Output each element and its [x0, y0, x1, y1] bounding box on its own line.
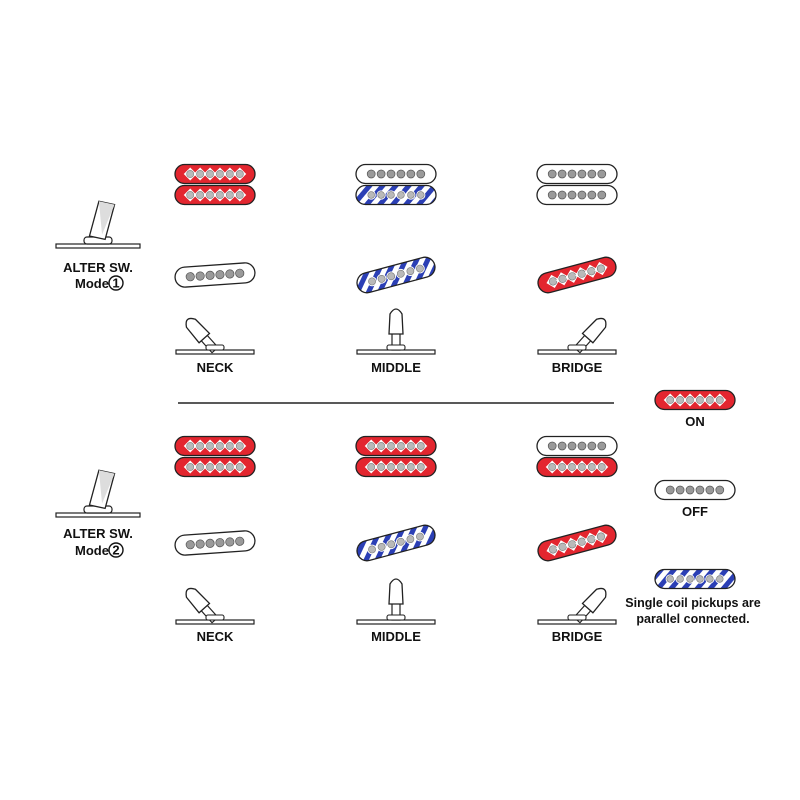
mode-number: 2: [112, 543, 119, 558]
humbucker-bottom-coil: [536, 184, 618, 206]
humbucker-top-coil: [536, 163, 618, 185]
single-coil-pickup-neck: [174, 262, 256, 288]
position-label-bridge: BRIDGE: [552, 360, 603, 375]
selector-switch-middle: [356, 578, 436, 625]
humbucker-bottom-coil: [355, 184, 437, 206]
position-label-middle: MIDDLE: [371, 629, 421, 644]
mode-number-circle: [108, 542, 124, 558]
humbucker-bottom-coil: [174, 184, 256, 206]
alter-switch-lever: [55, 200, 141, 249]
mode-text: Mode: [75, 276, 109, 291]
mode-1-switch-label: ALTER SW. Mode 1: [63, 260, 133, 291]
single-coil-pickup-neck: [174, 530, 256, 556]
alter-switch-lever: [55, 469, 141, 518]
mode-number-circle: [108, 275, 124, 291]
humbucker-pickup-bridge: [536, 163, 618, 206]
selector-switch-neck: [175, 587, 255, 625]
position-label-bridge: BRIDGE: [552, 629, 603, 644]
humbucker-top-coil: [355, 163, 437, 185]
mode-2-switch-label: ALTER SW. Mode 2: [63, 526, 133, 558]
position-label-middle: MIDDLE: [371, 360, 421, 375]
mode-text: Mode: [75, 543, 109, 558]
selector-switch-bridge: [537, 317, 617, 355]
selector-switch-bridge: [537, 587, 617, 625]
legend-swatch-off: [654, 479, 736, 501]
humbucker-pickup-neck: [174, 435, 256, 478]
legend-swatch-on: [654, 389, 736, 411]
legend-swatch-parallel: [654, 568, 736, 590]
humbucker-top-coil: [536, 435, 618, 457]
legend-label-parallel-2: parallel connected.: [636, 612, 749, 626]
humbucker-bottom-coil: [355, 456, 437, 478]
single-coil: [537, 524, 617, 562]
mode-number: 1: [112, 276, 119, 291]
humbucker-top-coil: [174, 163, 256, 185]
single-coil: [174, 530, 256, 556]
humbucker-bottom-coil: [174, 456, 256, 478]
single-coil: [356, 524, 436, 562]
single-coil: [356, 256, 436, 294]
single-coil-pickup-middle: [356, 256, 436, 294]
legend-label-on: ON: [685, 414, 705, 429]
single-coil-pickup-bridge: [537, 256, 617, 294]
selector-switch-middle: [356, 308, 436, 355]
single-coil-pickup-middle: [356, 524, 436, 562]
position-label-neck: NECK: [197, 629, 234, 644]
humbucker-pickup-middle: [355, 435, 437, 478]
selector-switch-neck: [175, 317, 255, 355]
humbucker-top-coil: [355, 435, 437, 457]
single-coil-pickup-bridge: [537, 524, 617, 562]
humbucker-top-coil: [174, 435, 256, 457]
single-coil: [174, 262, 256, 288]
humbucker-pickup-bridge: [536, 435, 618, 478]
single-coil: [537, 256, 617, 294]
switch-title: ALTER SW.: [63, 526, 133, 541]
switch-title: ALTER SW.: [63, 260, 133, 275]
legend-label-parallel: Single coil pickups are: [625, 596, 761, 610]
position-label-neck: NECK: [197, 360, 234, 375]
humbucker-pickup-middle: [355, 163, 437, 206]
humbucker-pickup-neck: [174, 163, 256, 206]
humbucker-bottom-coil: [536, 456, 618, 478]
legend-label-off: OFF: [682, 504, 708, 519]
